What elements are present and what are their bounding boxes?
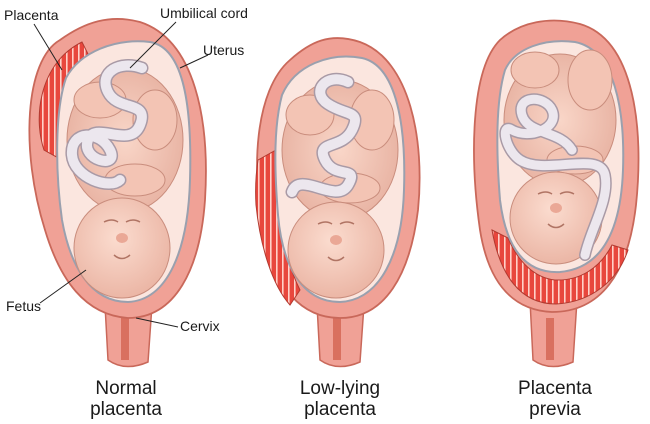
caption-low-lying-line2: placenta — [304, 399, 376, 420]
panel-placenta-previa — [474, 21, 639, 367]
cervix-label: Cervix — [180, 318, 220, 334]
caption-normal-line1: Normal — [95, 378, 156, 399]
caption-normal-line2: placenta — [90, 399, 162, 420]
panel-low-lying-placenta — [256, 38, 420, 367]
uterus-label: Uterus — [203, 42, 244, 58]
fetus-head — [288, 202, 384, 298]
cervical-canal — [121, 318, 129, 360]
caption-previa-line1: Placenta — [518, 378, 592, 399]
panel-normal-placenta — [29, 19, 206, 367]
fetus-leg — [511, 52, 559, 88]
caption-low-lying-line1: Low-lying — [300, 378, 380, 399]
fetus-head — [74, 198, 170, 298]
cervical-canal — [546, 318, 554, 360]
fetus-label: Fetus — [6, 298, 41, 314]
cervical-canal — [333, 318, 341, 360]
caption-previa-line2: previa — [529, 399, 581, 420]
placenta-label: Placenta — [4, 7, 59, 23]
fetus-leg — [568, 50, 612, 110]
captions: Normal placenta Low-lying placenta Place… — [90, 378, 592, 420]
umbilical-cord-label: Umbilical cord — [160, 5, 248, 21]
